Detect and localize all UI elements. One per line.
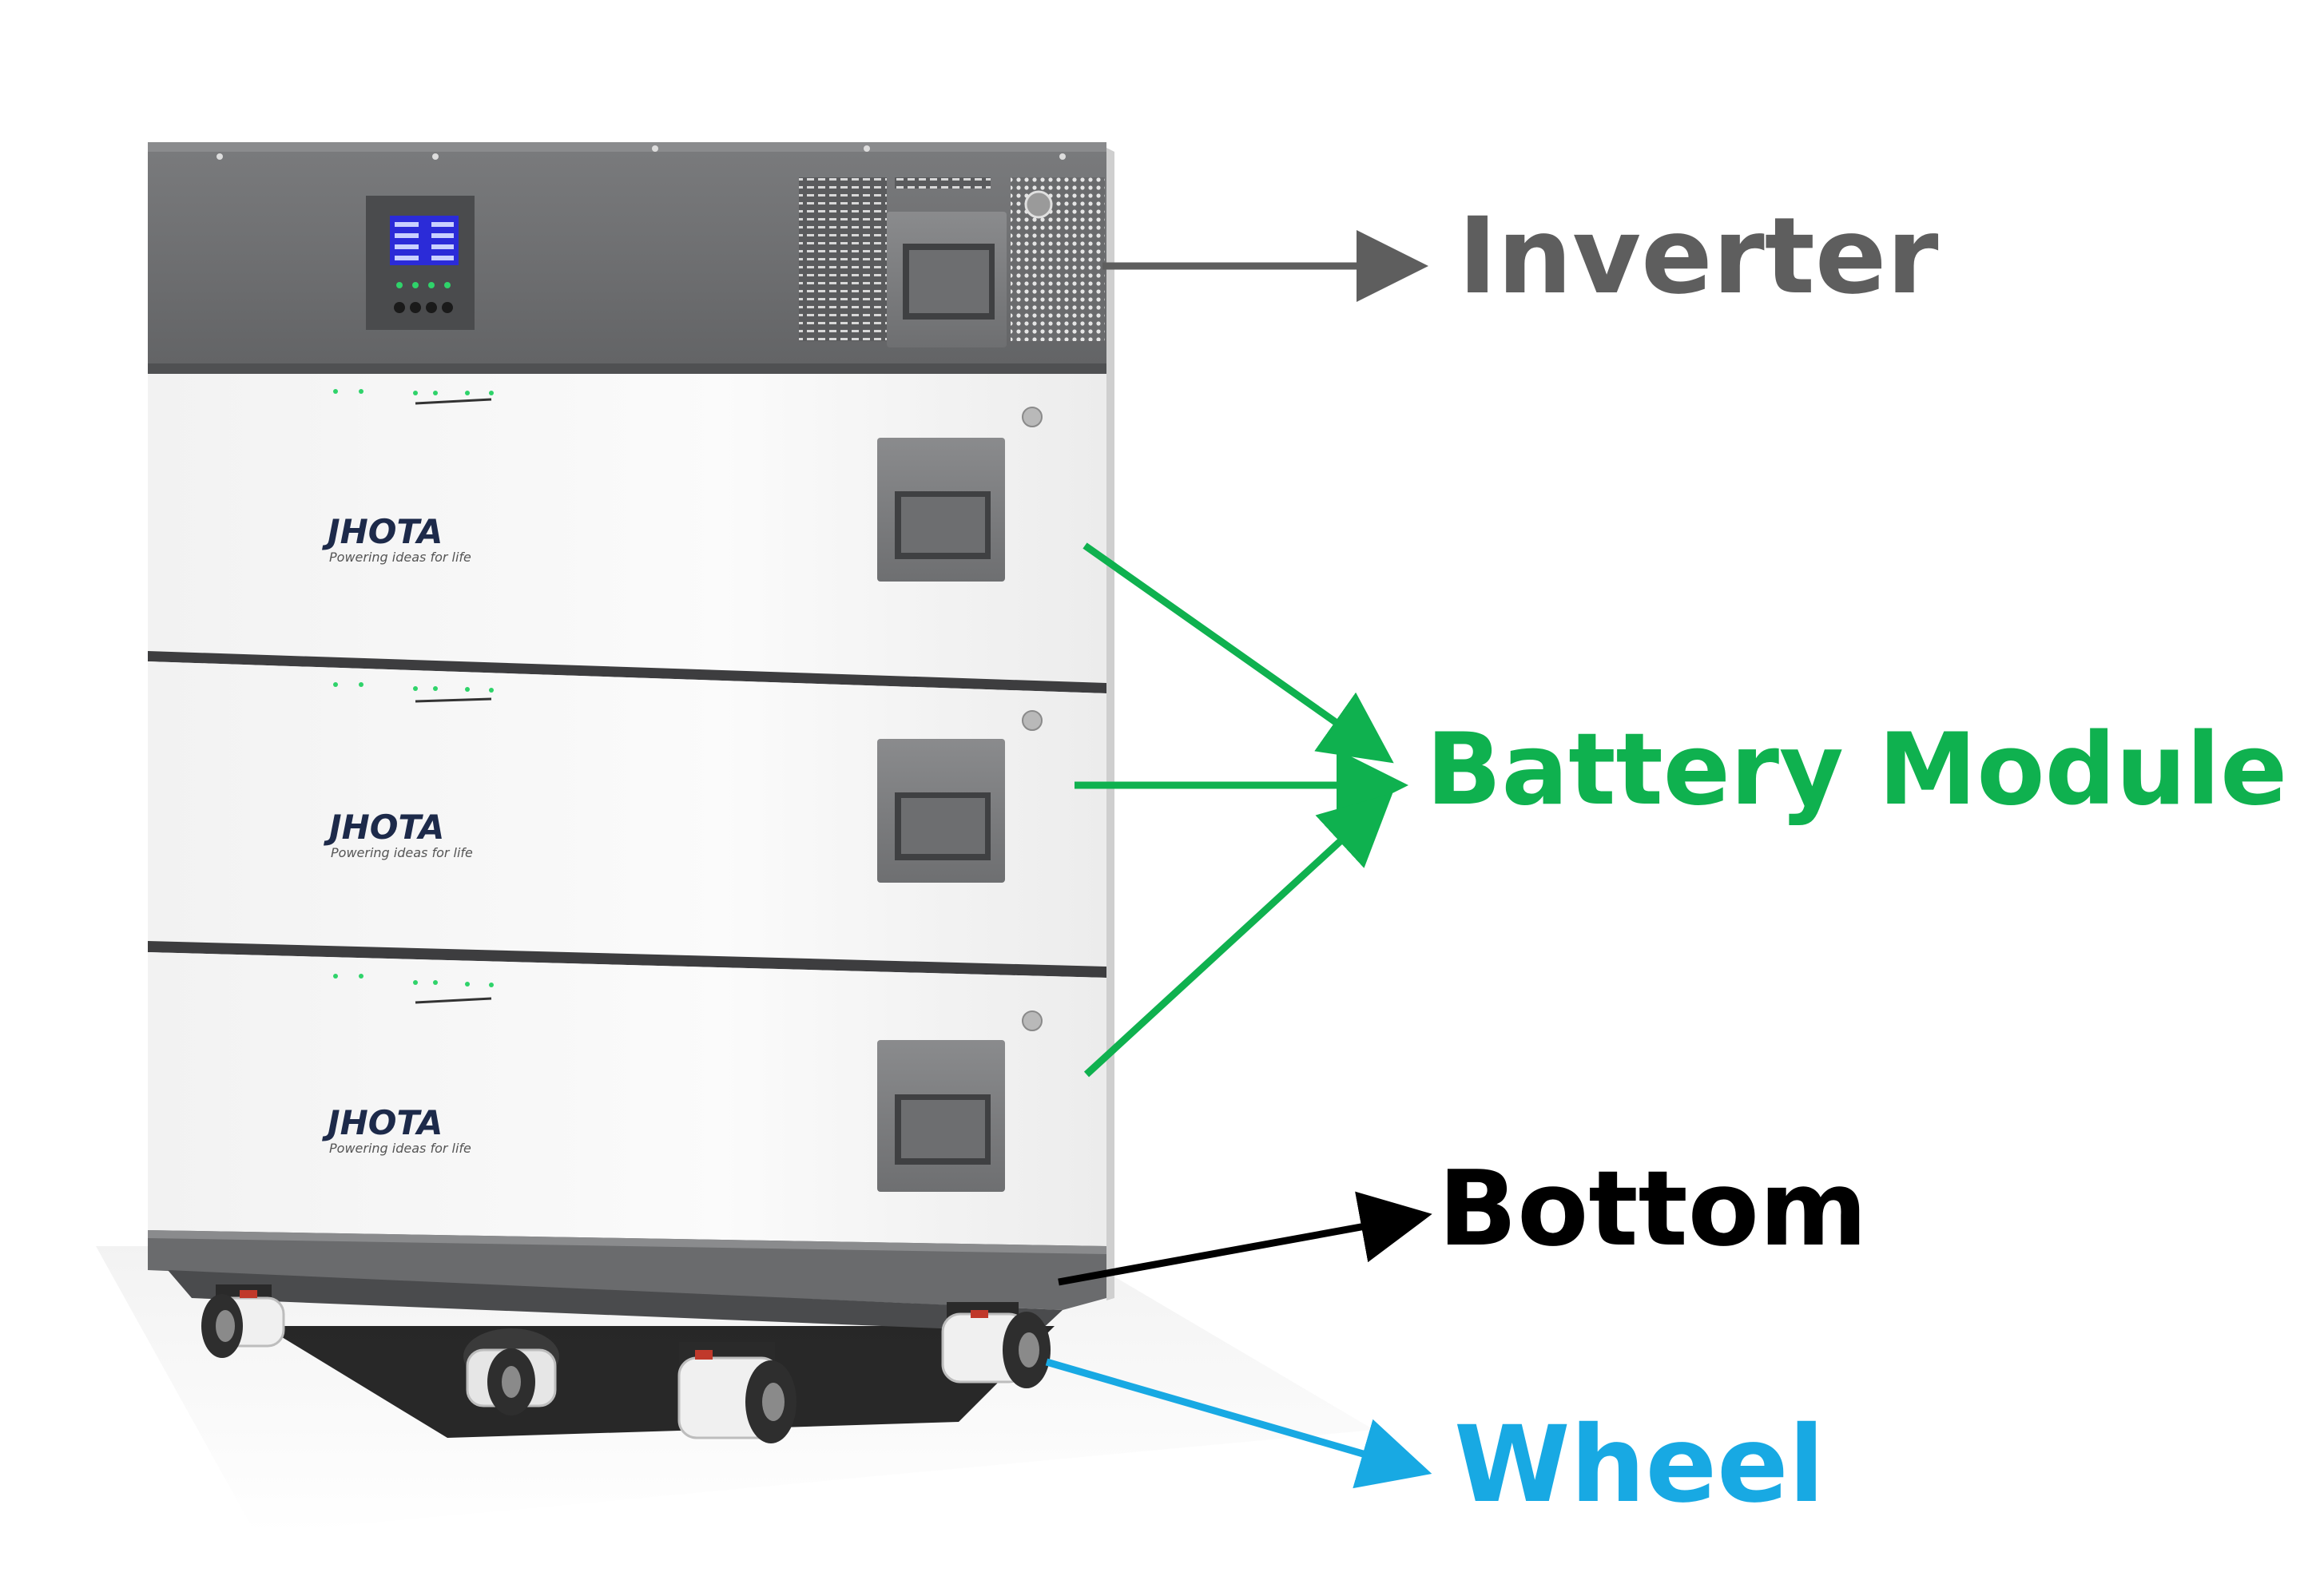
caster-wheel: [941, 1302, 1051, 1388]
inverter-vent-grille: [799, 177, 887, 341]
wheel-label: Wheel: [1454, 1403, 1825, 1527]
svg-text:JHOTA: JHOTA: [322, 1103, 443, 1142]
battery-module-2: [148, 661, 1106, 978]
caster-wheel: [201, 1284, 285, 1358]
inverter-power-knob-icon: [1024, 190, 1053, 219]
battery-module-3: [148, 952, 1106, 1246]
inverter-label: Inverter: [1458, 195, 1939, 318]
caster-wheel: [463, 1328, 559, 1415]
battery-arrow-bottom: [1083, 792, 1393, 1078]
inverter-buttons: [394, 302, 453, 313]
brand-logo-module-2: JHOTA Powering ideas for life: [324, 808, 473, 860]
svg-text:Powering ideas for life: Powering ideas for life: [331, 845, 473, 860]
svg-text:JHOTA: JHOTA: [322, 512, 443, 551]
inverter-fan-mesh: [1011, 177, 1105, 341]
brand-logo-module-1: JHOTA Powering ideas for life: [322, 512, 471, 565]
svg-text:Powering ideas for life: Powering ideas for life: [329, 1141, 471, 1156]
svg-text:JHOTA: JHOTA: [324, 808, 444, 847]
battery-arrow-top: [1083, 542, 1394, 764]
inverter-unit: [148, 142, 1106, 374]
brand-logo-module-3: JHOTA Powering ideas for life: [322, 1103, 471, 1156]
cabinet-side-edge: [1106, 148, 1114, 1300]
battery-module-1: [148, 374, 1106, 693]
bottom-label: Bottom: [1438, 1148, 1868, 1269]
inverter-status-leds: [396, 282, 451, 288]
bottom-arrow: [1058, 1191, 1432, 1286]
battery-module-label: Battery Module: [1426, 713, 2288, 828]
svg-text:Powering ideas for life: Powering ideas for life: [329, 550, 471, 565]
wheel-arrow: [1045, 1358, 1432, 1489]
bottom-base: [148, 1230, 1106, 1332]
caster-wheel: [677, 1342, 796, 1443]
